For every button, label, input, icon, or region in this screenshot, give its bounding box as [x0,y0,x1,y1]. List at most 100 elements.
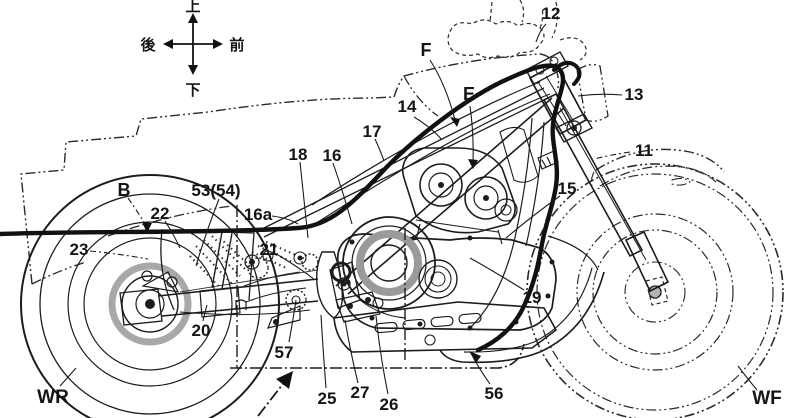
cam-bolt-right [483,195,489,201]
engine [267,147,557,331]
part-label-16a: 16a [244,205,273,224]
part-label-14: 14 [398,97,417,116]
tail-lower-edge [31,261,87,285]
leader-13 [577,93,623,97]
clutch-cover-inner [370,244,408,282]
stipple-stroke [257,245,293,263]
fork-tube-rear [559,107,647,261]
bolt [369,315,375,321]
part-label-56: 56 [485,384,504,403]
stipple-stroke [251,251,287,269]
head-fin-line [415,219,499,233]
case-circle-inner [430,271,446,287]
lever-pivot [273,319,279,325]
shock-spring-stipple [189,235,299,293]
shift-lever [267,305,301,329]
part-label-F: F [421,40,432,60]
top-clamp [525,51,569,85]
stem-nut [566,120,582,136]
shift-linkage [267,251,381,329]
cable-phantom-1 [489,1,493,23]
leader-20 [202,304,208,322]
compass-arrow-up [188,13,198,23]
part-labels: 12 F E 14 13 11 17 18 16 15 B 53(54) 22 … [37,4,782,414]
cam-cap-left [419,163,463,207]
leader-27 [344,319,359,384]
axle-plate [119,288,163,326]
front-wheel-phantom [526,163,784,418]
direction-compass: 上 下 後 前 [139,0,244,99]
front-hub-circle [624,261,686,323]
part-label-11: 11 [635,141,653,160]
leader-17 [374,138,385,162]
bolt [411,235,417,241]
view-boundary-bottom [230,343,525,369]
leader-11 [593,151,631,160]
front-axle-nut [648,285,662,299]
shift-gear-hub [291,295,301,305]
stipple-stroke [211,235,247,271]
front-axle-block [645,276,669,306]
part-label-15: 15 [558,179,577,198]
cam-bolt-left [438,182,444,188]
seat-rail-upper [261,87,545,230]
arrowhead-E [468,159,478,169]
leader-WR [59,367,77,387]
front-fork [525,51,670,299]
handlebar-cluster-outline [447,19,545,59]
stipple-stroke [195,245,233,285]
shock-body-left [211,231,223,289]
steering-head [528,62,588,136]
exhaust-inner [463,267,593,353]
clutch-shade-ring [356,230,422,296]
leader-53-54 [195,198,220,267]
skid-plate [333,301,558,353]
rear-wheel [20,174,280,418]
rear-rim-outer [67,221,233,387]
rear-tire-inner [39,193,261,415]
exhaust-header [547,235,599,271]
callout-arrow-shaft [257,379,287,417]
rear-rim-inner [83,237,217,371]
front-rim-outer [576,213,734,371]
linkage-line-1 [243,271,301,287]
case-circle-outer [418,259,458,299]
leader-26 [375,315,389,395]
front-tire-outer [526,163,784,418]
front-rim-inner [592,229,718,355]
cam-cap-left-inner [428,172,454,198]
part-label-17: 17 [363,122,382,141]
main-spar-upper [335,97,553,287]
bolt [417,321,423,327]
callout-arrowhead [276,371,293,389]
fork-slider [624,230,670,293]
leader-12 [535,23,547,43]
part-label-20: 20 [192,321,211,340]
compass-label-rear: 後 [139,36,156,54]
rear-axle [145,299,155,309]
gear-circle [293,251,307,265]
part-label-26: 26 [380,395,399,414]
leader-23 [89,250,149,260]
arrowhead-F [450,117,460,127]
part-label-27: 27 [351,383,370,402]
part-label-25: 25 [318,389,337,408]
downtube-curve [467,241,515,331]
linkage-bolt-1 [166,276,178,288]
chain-line [179,269,319,293]
main-spar-lower [347,107,565,295]
peg-bracket [335,291,381,323]
front-fender-inner [599,165,717,187]
part-label-21: 21 [260,240,279,259]
skid-bolt-1 [372,297,384,309]
fuel-tank-knee-line [403,75,439,117]
part-label-18: 18 [289,145,308,164]
slot [402,318,426,331]
skid-slots [374,312,482,334]
leader-lines [59,23,758,395]
stipple-stroke [265,240,299,258]
bolt [545,293,551,299]
leader-22 [164,220,181,249]
part-label-22: 22 [151,204,170,223]
frame [261,81,565,331]
